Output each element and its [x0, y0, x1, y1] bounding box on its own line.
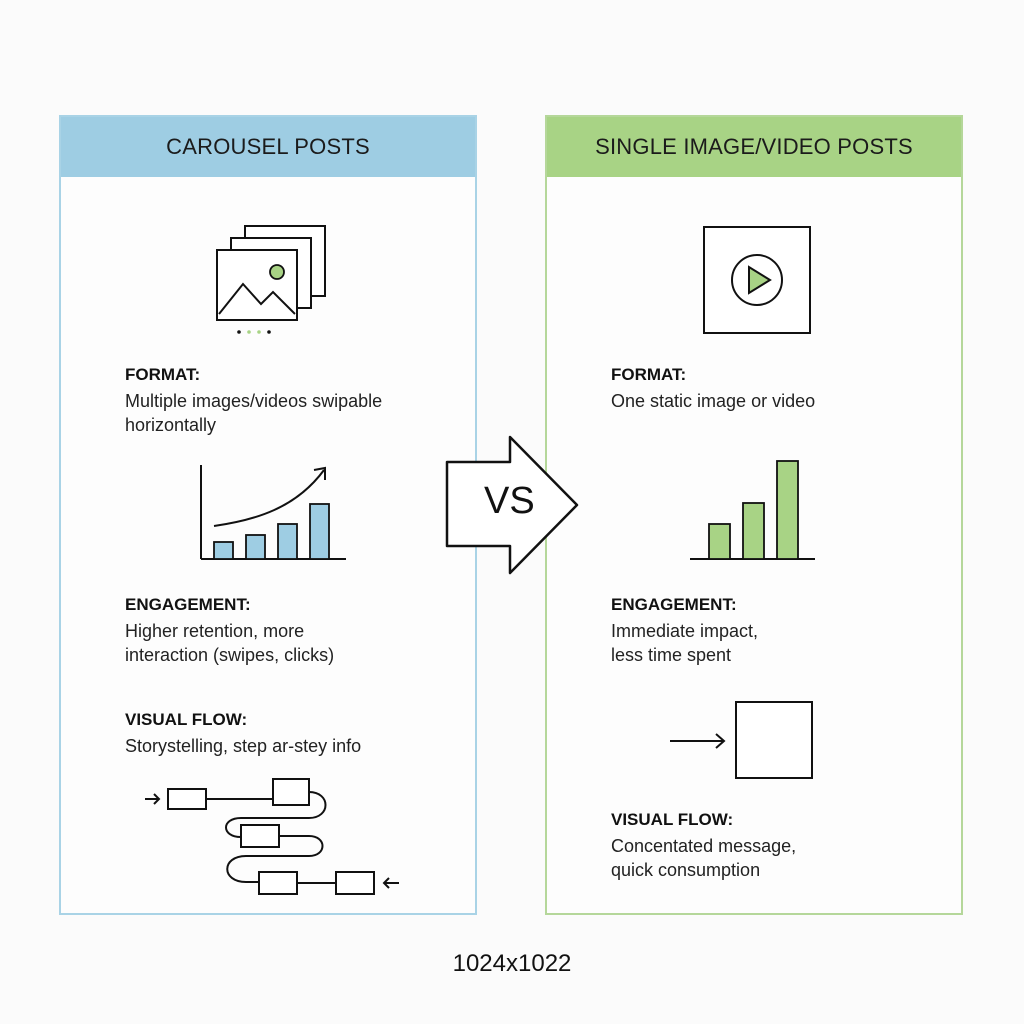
vs-label: VS [484, 480, 535, 522]
right-visual-flow-label: VISUAL FLOW: [611, 810, 734, 829]
carousel-posts-header: CAROUSEL POSTS [61, 117, 475, 177]
left-engagement-text-line1: Higher retention, more [125, 621, 305, 641]
right-engagement-text-line2: less time spent [611, 645, 732, 665]
footer-dimensions: 1024x1022 [452, 950, 572, 977]
image-stack-icon [216, 225, 326, 334]
right-format-label: FORMAT: [611, 365, 687, 384]
multi-step-flow-icon [145, 778, 399, 895]
right-format-text: One static image or video [611, 391, 816, 411]
rising-bar-chart-icon [200, 465, 346, 560]
bar-chart-icon [690, 460, 815, 560]
left-engagement-text-line2: interaction (swipes, clicks) [125, 645, 335, 665]
single-image-video-panel: SINGLE IMAGE/VIDEO POSTS FORMAT: One sta… [545, 115, 963, 915]
right-engagement-label: ENGAGEMENT: [611, 595, 737, 614]
left-format-text-line2: horizontally [125, 415, 217, 435]
left-visual-flow-label: VISUAL FLOW: [125, 710, 248, 729]
single-image-video-header: SINGLE IMAGE/VIDEO POSTS [547, 117, 961, 177]
play-video-icon [703, 226, 811, 334]
vs-arrow-shape [445, 435, 579, 575]
left-visual-flow-text: Storystelling, step ar-stey info [125, 736, 362, 756]
vs-arrow: VS [444, 434, 584, 576]
left-format-label: FORMAT: [125, 365, 201, 384]
right-engagement-text-line1: Immediate impact, [611, 621, 759, 641]
left-engagement-label: ENGAGEMENT: [125, 595, 251, 614]
carousel-posts-panel: CAROUSEL POSTS FORMAT: Multiple images/v… [59, 115, 477, 915]
right-visual-flow-text-line1: Concentated message, [611, 836, 797, 856]
left-format-text-line1: Multiple images/videos swipable [125, 391, 383, 411]
single-step-flow-icon [670, 701, 813, 779]
right-visual-flow-text-line2: quick consumption [611, 860, 761, 880]
